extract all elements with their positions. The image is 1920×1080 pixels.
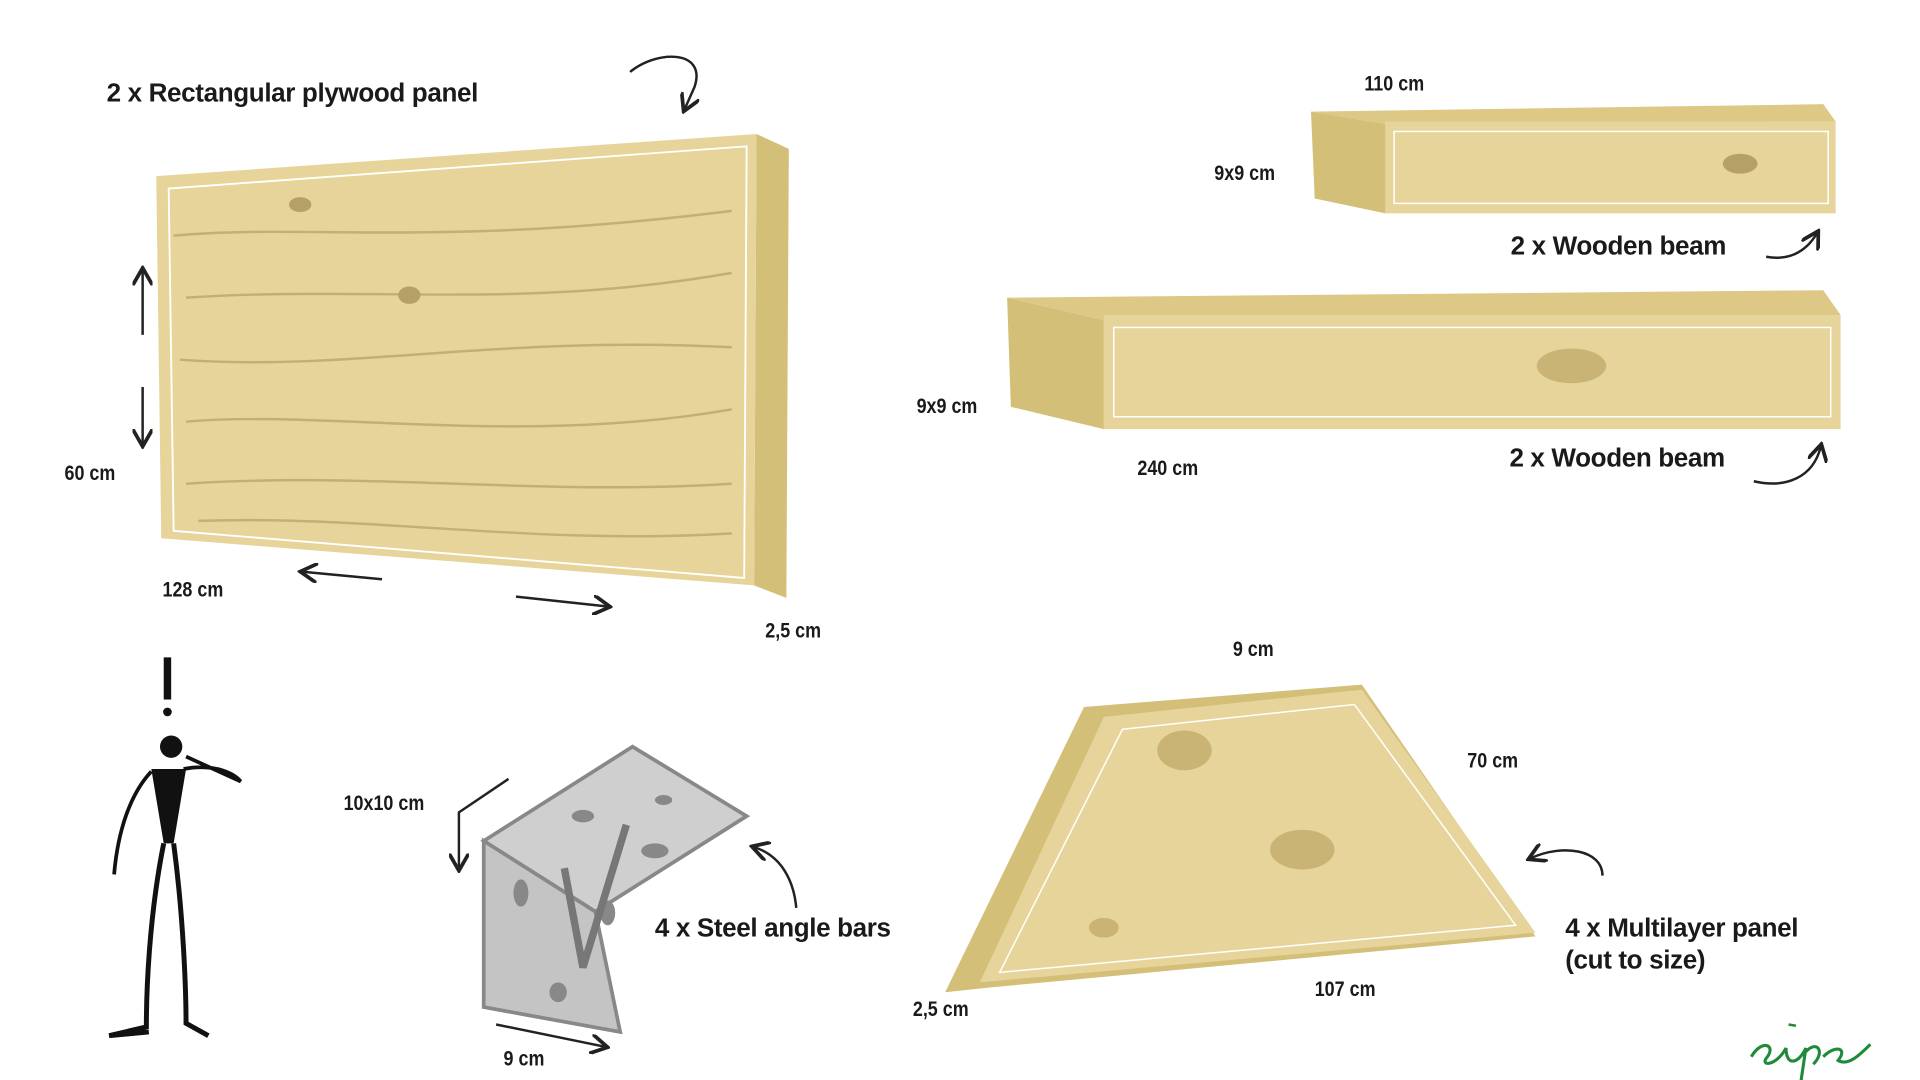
plywood-width-label: 128 cm [162,577,224,602]
beam-long-section-label: 9x9 cm [916,394,978,418]
beam-short-section-label: 9x9 cm [1214,161,1276,185]
multilayer-side-label: 70 cm [1467,749,1519,773]
beam-long-length-label: 240 cm [1137,456,1199,480]
steel-angle-bar [480,744,751,1035]
person-figure-icon [108,657,243,1039]
beam-short-length-label: 110 cm [1364,71,1425,96]
multilayer-top-label: 9 cm [1232,637,1274,662]
plywood-title: 2 x Rectangular plywood panel [106,79,479,108]
multilayer-panel [945,684,1536,993]
beam-short-title: 2 x Wooden beam [1510,231,1727,261]
wooden-beam-long [1007,290,1841,430]
multilayer-bottom-label: 107 cm [1314,977,1376,1001]
plywood-panel [156,133,789,598]
plywood-height-label: 60 cm [64,461,116,485]
angle-size-label: 10x10 cm [343,791,425,815]
eupen-logo [1749,1023,1872,1080]
multilayer-subtitle: (cut to size) [1565,946,1706,975]
angle-title: 4 x Steel angle bars [654,914,891,943]
beam-long-title: 2 x Wooden beam [1509,444,1725,473]
plywood-thickness-label: 2,5 cm [765,618,822,643]
angle-width-label: 9 cm [503,1046,545,1071]
multilayer-title: 4 x Multilayer panel [1565,914,1799,943]
wooden-beam-short [1310,104,1836,214]
multilayer-thickness-label: 2,5 cm [912,997,969,1021]
